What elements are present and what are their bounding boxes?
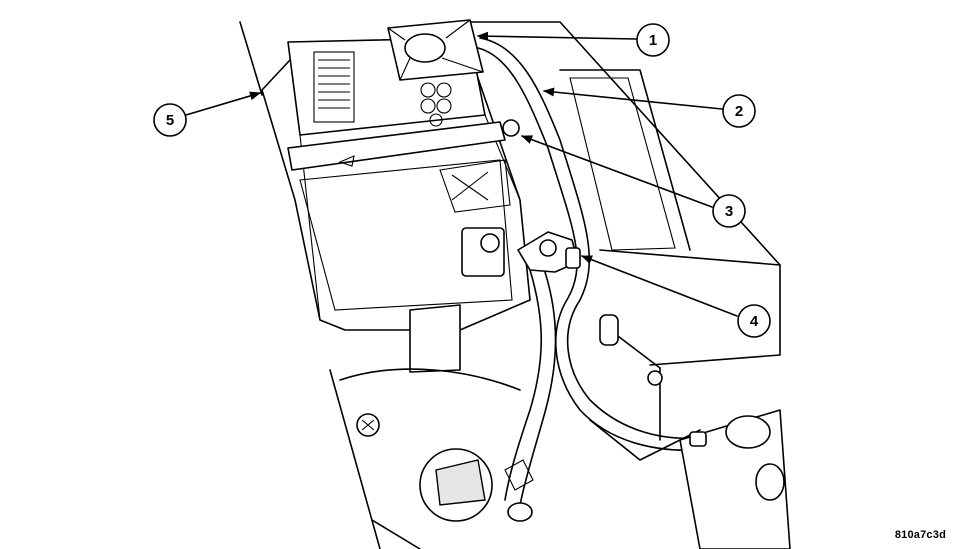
callout-4: 4 (737, 304, 771, 338)
callout-1: 1 (636, 23, 670, 57)
positive-terminal-cover (387, 19, 484, 81)
callout-3: 3 (712, 194, 746, 228)
positive-cable (477, 37, 699, 452)
tray-outline (239, 21, 781, 549)
callout-5: 5 (153, 103, 187, 137)
figure-id: 810a7c3d (894, 529, 946, 541)
battery (261, 37, 531, 373)
callout-1-number: 1 (649, 32, 657, 49)
leader-lines (185, 31, 738, 317)
hold-down-nut (502, 119, 520, 137)
callout-3-number: 3 (725, 203, 733, 220)
hold-down-clamp (287, 121, 506, 171)
battery-vent-caps (313, 51, 452, 127)
lower-components (339, 314, 791, 549)
callout-2: 2 (722, 94, 756, 128)
callout-2-number: 2 (735, 103, 743, 120)
callout-4-number: 4 (750, 313, 759, 330)
callout-5-number: 5 (166, 112, 174, 129)
negative-cable-clamp (504, 231, 581, 506)
